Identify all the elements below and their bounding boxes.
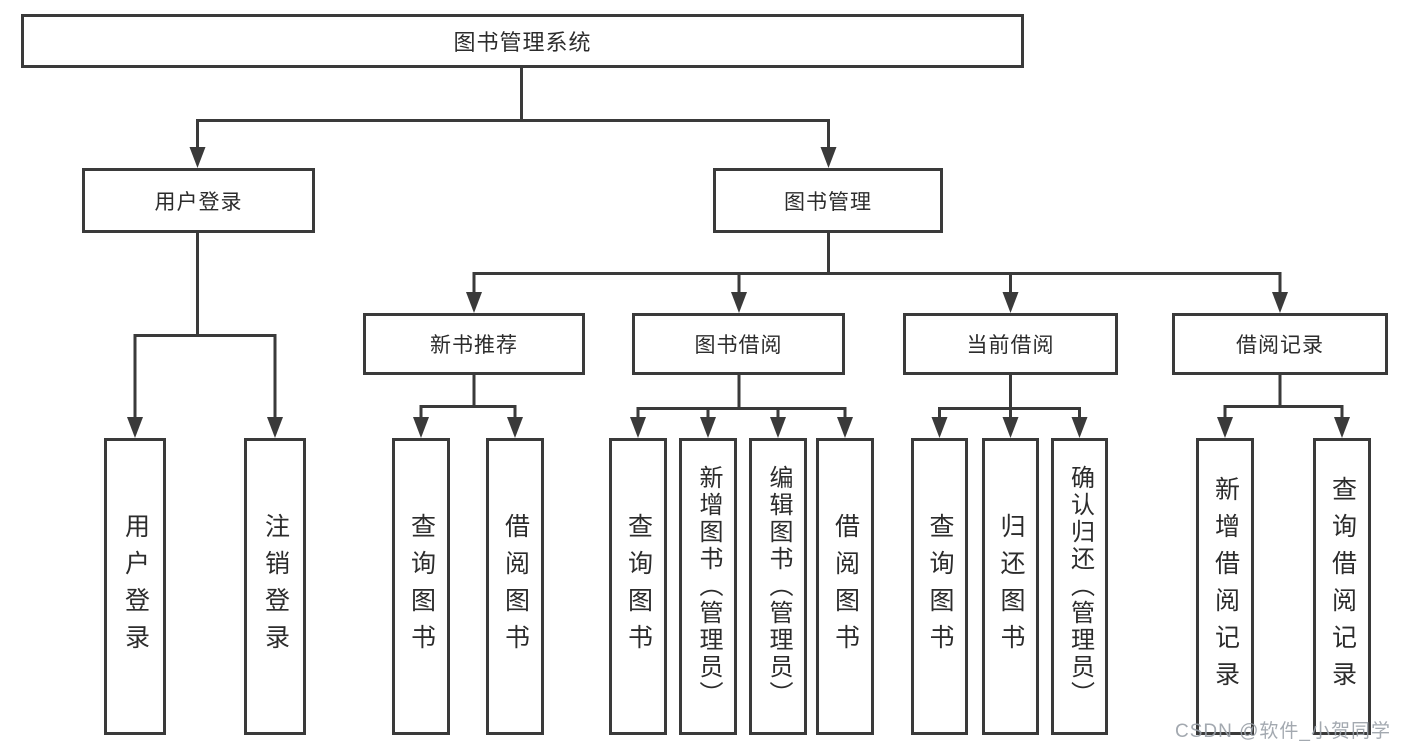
node-borrow-records: 借阅记录 <box>1172 313 1388 375</box>
node-library-management-system: 图书管理系统 <box>21 14 1024 68</box>
node-book-borrow: 图书借阅 <box>632 313 845 375</box>
leaf-add-borrow-record: 新增借阅记录 <box>1196 438 1254 735</box>
node-book-management: 图书管理 <box>713 168 943 233</box>
leaf-user-login: 用户登录 <box>104 438 166 735</box>
leaf-borrow-books-recommend: 借阅图书 <box>486 438 544 735</box>
node-user-login: 用户登录 <box>82 168 315 233</box>
leaf-add-books-admin: 新增图书（管理员） <box>679 438 737 735</box>
leaf-edit-books-admin: 编辑图书（管理员） <box>749 438 807 735</box>
leaf-borrow-books: 借阅图书 <box>816 438 874 735</box>
leaf-return-books: 归还图书 <box>982 438 1039 735</box>
leaf-query-borrow-record: 查询借阅记录 <box>1313 438 1371 735</box>
node-new-book-recommend: 新书推荐 <box>363 313 585 375</box>
leaf-query-books-recommend: 查询图书 <box>392 438 450 735</box>
leaf-query-books-current: 查询图书 <box>911 438 968 735</box>
leaf-confirm-return-admin: 确认归还（管理员） <box>1051 438 1108 735</box>
leaf-logout: 注销登录 <box>244 438 306 735</box>
leaf-query-books-borrow: 查询图书 <box>609 438 667 735</box>
node-current-borrow: 当前借阅 <box>903 313 1118 375</box>
